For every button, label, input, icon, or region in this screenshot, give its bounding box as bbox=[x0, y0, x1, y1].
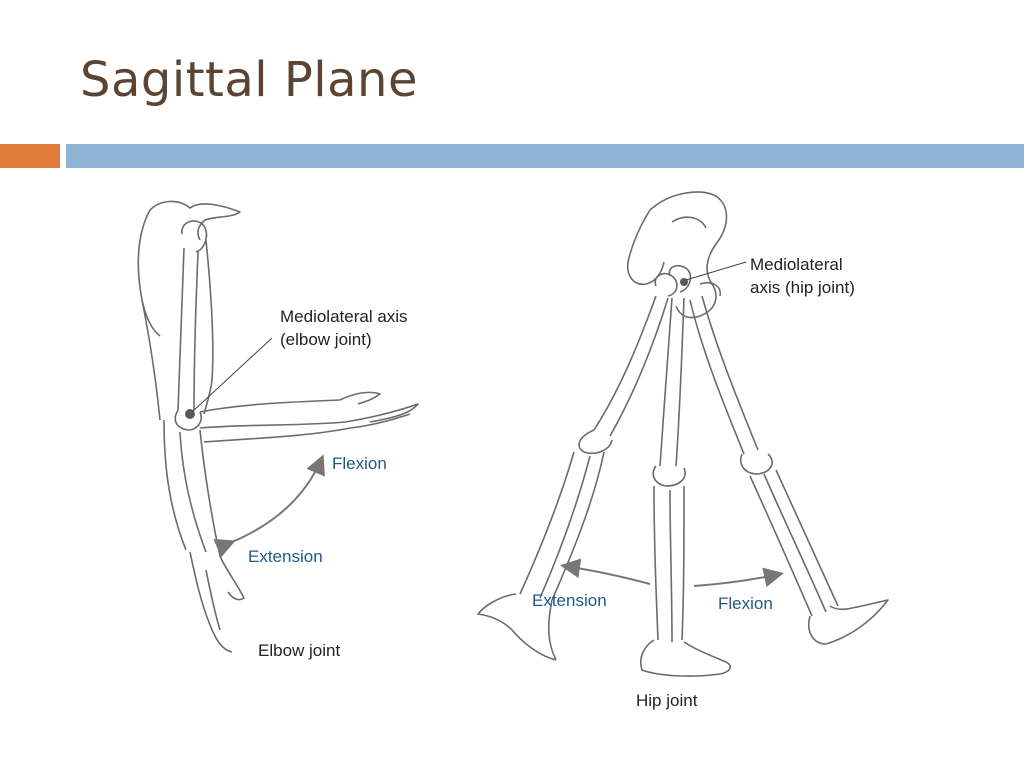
femur-head-left bbox=[654, 272, 678, 297]
hip-axis-marker bbox=[680, 278, 688, 286]
knee-back bbox=[578, 429, 613, 455]
tibia-back-leg bbox=[519, 451, 605, 601]
flexed-forearm-radius bbox=[199, 399, 341, 413]
elbow-extension-label: Extension bbox=[248, 547, 323, 566]
title-accent-bar bbox=[0, 144, 60, 168]
elbow-axis-leader bbox=[191, 337, 273, 413]
knee-front bbox=[740, 453, 773, 475]
elbow-flexion-label: Flexion bbox=[332, 454, 387, 473]
elbow-outline bbox=[174, 409, 203, 431]
elbow-axis-label-line2: (elbow joint) bbox=[280, 330, 372, 349]
hip-axis-label-line1: Mediolateral bbox=[750, 255, 843, 274]
hip-axis-leader bbox=[685, 261, 747, 281]
elbow-axis-label-line1: Mediolateral axis bbox=[280, 307, 408, 326]
knee-standing bbox=[652, 465, 686, 487]
pelvis bbox=[626, 191, 728, 319]
elbow-motion-arrow bbox=[213, 454, 325, 558]
flexed-forearm-ulna bbox=[199, 421, 346, 429]
hip-flexion-label: Flexion bbox=[718, 594, 773, 613]
tibia-front-leg bbox=[749, 469, 839, 617]
hip-motion-arrow-extension bbox=[560, 558, 651, 585]
hip-extension-label: Extension bbox=[532, 591, 607, 610]
title-underline-bar bbox=[66, 144, 1024, 168]
elbow-caption: Elbow joint bbox=[258, 641, 340, 660]
leg-skeleton bbox=[477, 191, 889, 677]
foot-standing bbox=[639, 639, 732, 677]
hanging-hand bbox=[189, 551, 245, 653]
femur-back-leg bbox=[593, 295, 669, 437]
scapula bbox=[137, 200, 241, 337]
arm-outline bbox=[141, 239, 214, 421]
hip-axis-label-line2: axis (hip joint) bbox=[750, 278, 855, 297]
femur-standing-leg bbox=[659, 297, 685, 467]
femur-front-leg bbox=[689, 295, 759, 455]
pelvis-inner bbox=[671, 216, 722, 297]
slide-title: Sagittal Plane bbox=[80, 52, 418, 108]
hip-caption: Hip joint bbox=[636, 691, 698, 710]
arm-skeleton bbox=[137, 200, 419, 653]
humerus-head bbox=[181, 220, 208, 253]
flexed-hand bbox=[339, 391, 419, 429]
foot-front bbox=[808, 599, 889, 645]
tibia-standing-leg bbox=[653, 485, 685, 643]
hanging-forearm bbox=[163, 419, 221, 557]
femur-head-right bbox=[668, 264, 692, 293]
hip-motion-arrow-flexion bbox=[693, 567, 784, 588]
humerus bbox=[177, 247, 199, 411]
flexed-forearm-outline bbox=[203, 427, 351, 443]
foot-back bbox=[477, 593, 557, 661]
